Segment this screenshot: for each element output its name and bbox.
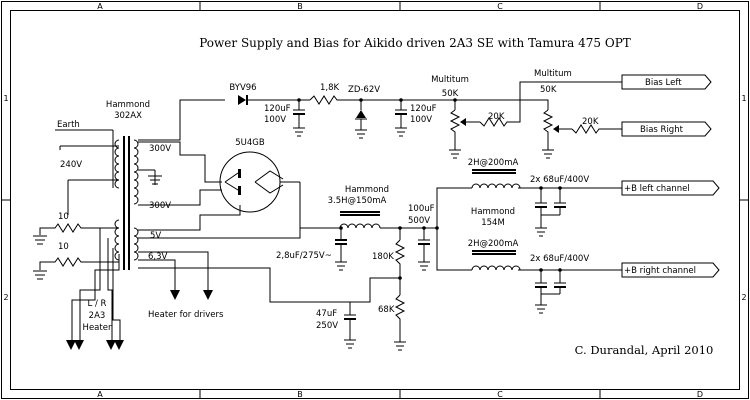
bias-right-label: Bias Right bbox=[640, 125, 684, 135]
col-label-a-bottom: A bbox=[97, 390, 103, 399]
zener-label: ZD-62V bbox=[348, 85, 380, 95]
choke-154m-label-2: 154M bbox=[481, 218, 505, 228]
pot2-label-2: 50K bbox=[540, 85, 557, 95]
col-label-b-bottom: B bbox=[297, 390, 303, 399]
hv-top-to-rectifier bbox=[138, 141, 222, 183]
bias-r20k-a-label: 20K bbox=[488, 112, 505, 122]
b-left-tag bbox=[621, 180, 720, 196]
filament-6v3-label: 6,3V bbox=[148, 252, 168, 262]
row-label-2-right: 2 bbox=[741, 293, 746, 302]
transformer-label-2: 302AX bbox=[114, 111, 142, 121]
bias-right-tag bbox=[621, 121, 712, 137]
cap100-label-2: 500V bbox=[408, 216, 430, 226]
r68k-label: 68K bbox=[378, 305, 395, 315]
bias-supply: BYV96 120uF 100V 1,8K ZD-62V 120uF 100V … bbox=[229, 69, 712, 159]
filament-5v-label: 5V bbox=[150, 231, 161, 241]
b-left-label: +B left channel bbox=[624, 184, 690, 194]
rectifier-label: 5U4GB bbox=[235, 138, 265, 148]
left-channel-filter: 2H@200mA 2x 68uF/400V +B left channel bbox=[468, 158, 720, 237]
heater-2a3-label-1: L / R bbox=[88, 299, 107, 309]
filament-5v: 5V bbox=[138, 182, 301, 241]
cap100-label-1: 100uF bbox=[408, 204, 435, 214]
cap28-label: 2,8uF/275V~ bbox=[276, 251, 332, 261]
col-label-d-bottom: D bbox=[697, 390, 703, 399]
bias-cap1-label-2: 100V bbox=[264, 115, 286, 125]
heater-2a3-label-3: Heater bbox=[83, 323, 112, 333]
hv-filter: Hammond 3.5H@150mA 2,8uF/275V~ 100uF 500… bbox=[276, 182, 515, 351]
right-channel-filter: 2H@200mA 2x 68uF/400V +B right channel bbox=[468, 239, 720, 314]
b-right-label: +B right channel bbox=[624, 266, 696, 276]
bias-cap2-label-2: 100V bbox=[410, 115, 432, 125]
col-label-d: D bbox=[697, 2, 703, 11]
r10-a-label: 10 bbox=[58, 212, 69, 222]
pot1-label-2: 50K bbox=[442, 89, 459, 99]
choke-154m-label-1: Hammond bbox=[471, 207, 515, 217]
diagram-title: Power Supply and Bias for Aikido driven … bbox=[199, 36, 631, 50]
row-label-1: 1 bbox=[3, 94, 8, 103]
cap68-left-label: 2x 68uF/400V bbox=[530, 175, 589, 185]
hv-bottom-label: 300V bbox=[149, 201, 171, 211]
choke1-label-1: Hammond bbox=[345, 185, 389, 195]
col-label-a: A bbox=[97, 2, 103, 11]
b-right-tag bbox=[621, 262, 720, 278]
bias-cap1-label-1: 120uF bbox=[264, 104, 291, 114]
signature: C. Durandal, April 2010 bbox=[575, 343, 714, 357]
bias-left-tag bbox=[621, 74, 712, 90]
choke1-label-2: 3.5H@150mA bbox=[328, 196, 387, 206]
bias-cap2-label-1: 120uF bbox=[410, 104, 437, 114]
col-label-c: C bbox=[497, 2, 503, 11]
heater-drivers-label: Heater for drivers bbox=[148, 310, 224, 320]
bias-r20k-b-label: 20K bbox=[582, 117, 599, 127]
earth-connection: Earth bbox=[55, 120, 114, 188]
hv-top-label: 300V bbox=[149, 144, 171, 154]
earth-label: Earth bbox=[57, 120, 80, 130]
bias-left-label: Bias Left bbox=[645, 78, 682, 88]
primary-240v: 240V bbox=[59, 145, 119, 215]
filament-6v3: 6,3V Heater for drivers bbox=[138, 251, 350, 320]
col-label-c-bottom: C bbox=[497, 390, 503, 399]
r10-b-label: 10 bbox=[58, 242, 69, 252]
choke-right-label: 2H@200mA bbox=[468, 239, 519, 249]
r180k-label: 180K bbox=[372, 252, 394, 262]
choke-left-label: 2H@200mA bbox=[468, 158, 519, 168]
primary-240v-label: 240V bbox=[60, 160, 82, 170]
pot1-label-1: Multitum bbox=[431, 75, 469, 85]
heater-2a3-label-2: 2A3 bbox=[89, 311, 106, 321]
transformer-label-1: Hammond bbox=[106, 100, 150, 110]
heater-2a3-resistors: 10 10 L / R 2A3 Heater bbox=[33, 212, 124, 350]
row-label-2: 2 bbox=[3, 293, 8, 302]
cap47-label-2: 250V bbox=[316, 321, 338, 331]
hv-center-tap-ground bbox=[138, 169, 162, 185]
hv-bottom-to-rectifier bbox=[138, 189, 222, 206]
row-label-1-right: 1 bbox=[741, 94, 746, 103]
col-label-b: B bbox=[297, 2, 303, 11]
hv-to-diode-wire bbox=[138, 99, 225, 141]
cap47-label-1: 47uF bbox=[316, 309, 337, 319]
junction-dots bbox=[297, 98, 562, 280]
rectifier-tube: 5U4GB bbox=[219, 138, 300, 213]
bias-r18k-label: 1,8K bbox=[320, 83, 340, 93]
cap68-right-label: 2x 68uF/400V bbox=[530, 254, 589, 264]
diode-label: BYV96 bbox=[229, 83, 256, 93]
pot2-label-1: Multitum bbox=[534, 69, 572, 79]
